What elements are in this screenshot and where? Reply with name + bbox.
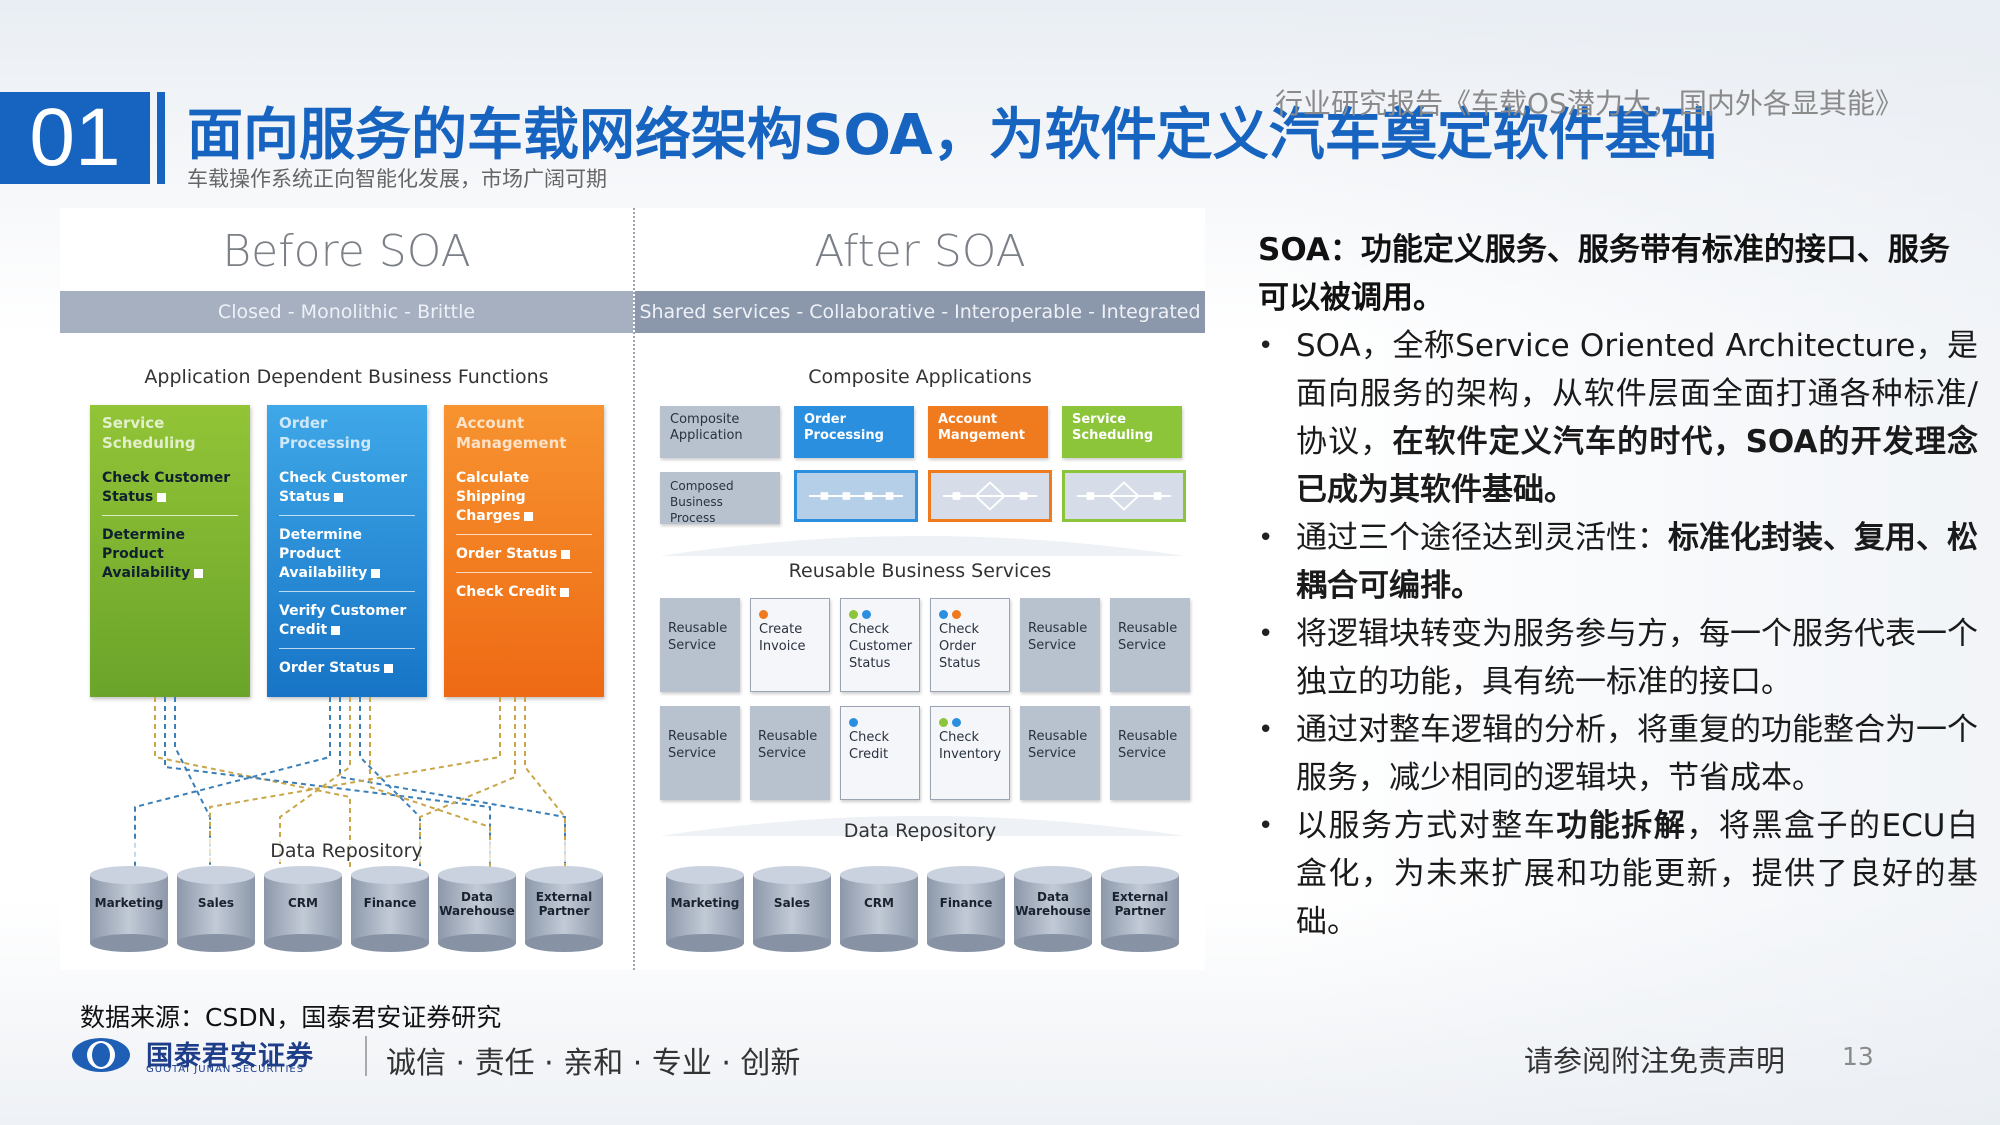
database-cylinder: CRM [264,866,342,952]
service-box: Check Inventory [930,706,1010,800]
database-cylinder: Marketing [90,866,168,952]
database-cylinder: External Partner [1101,866,1179,952]
report-title: 行业研究报告《车载OS潜力大，国内外各显其能》 [1275,87,1903,120]
database-cylinder: Finance [927,866,1005,952]
before-soa-heading: Before SOA [222,226,471,277]
company-logo-icon [72,1038,130,1072]
column-item: Calculate Shipping Charges [456,469,592,535]
service-box: Reusable Service [1110,598,1190,692]
before-column-order-processing: Order Processing Check Customer Status D… [267,405,427,697]
column-item: Determine Product Availability [102,526,238,591]
service-box: Check Credit [840,706,920,800]
process-flow-orange [928,470,1052,522]
services-divider-arc [660,536,1185,556]
column-title: Service Scheduling [102,414,196,452]
database-cylinder: Data Warehouse [1014,866,1092,952]
composite-order-processing: Order Processing [794,406,914,458]
reusable-services-label: Reusable Business Services [788,560,1052,582]
after-soa-heading: After SOA [814,226,1026,277]
repository-divider-arc [660,816,1185,836]
column-item: Verify Customer Credit [279,602,415,649]
column-item: Check Customer Status [279,469,415,516]
figure-divider [633,208,635,970]
service-box: Reusable Service [660,706,740,800]
database-cylinder: Data Warehouse [438,866,516,952]
page-number: 13 [1842,1042,1874,1071]
database-cylinder: External Partner [525,866,603,952]
soa-bullet-list: SOA，全称Service Oriented Architecture，是面向服… [1258,322,1978,946]
slide-number: 01 [0,92,150,184]
bullet-item: 通过对整车逻辑的分析，将重复的功能整合为一个服务，减少相同的逻辑块，节省成本。 [1258,706,1978,802]
database-cylinder: Sales [177,866,255,952]
bullet-item: SOA，全称Service Oriented Architecture，是面向服… [1258,322,1978,514]
service-box: Create Invoice [750,598,830,692]
bullet-item: 通过三个途径达到灵活性：标准化封装、复用、松耦合可编排。 [1258,514,1978,610]
database-cylinder: Marketing [666,866,744,952]
column-item: Order Status [456,545,592,573]
soa-description: SOA：功能定义服务、服务带有标准的接口、服务可以被调用。 SOA，全称Serv… [1258,226,1978,946]
service-box: Check Customer Status [840,598,920,692]
column-item: Check Credit [456,583,592,610]
page-title: 面向服务的车载网络架构SOA，为软件定义汽车奠定软件基础 [187,103,1717,168]
before-column-account-management: Account Management Calculate Shipping Ch… [444,405,604,697]
column-title: Order Processing [279,414,372,452]
title-accent-bar [157,92,165,184]
company-name-cn: 国泰君安证券 [146,1041,314,1072]
after-section-label: Composite Applications [808,366,1032,388]
service-box: Reusable Service [1020,706,1100,800]
database-cylinder: CRM [840,866,918,952]
soa-comparison-figure: Before SOA After SOA Closed - Monolithic… [60,208,1205,970]
company-slogan: 诚信 · 责任 · 亲和 · 专业 · 创新 [386,1046,801,1081]
before-soa-band: Closed - Monolithic - Brittle [60,291,633,333]
disclaimer-link[interactable]: 请参阅附注免责声明 [1524,1044,1786,1078]
column-title: Account Management [456,414,567,452]
service-box: Reusable Service [1110,706,1190,800]
composed-business-process-label: Composed Business Process [660,472,780,525]
soa-heading: SOA：功能定义服务、服务带有标准的接口、服务可以被调用。 [1258,232,1950,316]
composite-account-management: Account Mangement [928,406,1048,458]
process-flow-blue [794,470,918,522]
before-repository-label: Data Repository [60,840,633,862]
column-item: Check Customer Status [102,469,238,516]
service-box: Reusable Service [1020,598,1100,692]
composite-application-box: Composite Application [660,406,780,458]
company-name-en: GUOTAI JUNAN SECURITIES [146,1064,305,1075]
before-column-service-scheduling: Service Scheduling Check Customer Status… [90,405,250,697]
database-cylinder: Sales [753,866,831,952]
database-cylinder: Finance [351,866,429,952]
data-source: 数据来源：CSDN，国泰君安证券研究 [80,1003,502,1032]
service-box: Check Order Status [930,598,1010,692]
composite-service-scheduling: Service Scheduling [1062,406,1182,458]
after-soa-band: Shared services - Collaborative - Intero… [635,291,1205,333]
column-item: Determine Product Availability [279,526,415,592]
after-repository-label: Data Repository [843,820,997,842]
bullet-item: 以服务方式对整车功能拆解，将黑盒子的ECU白盒化，为未来扩展和功能更新，提供了良… [1258,802,1978,946]
footer-separator [365,1036,367,1076]
page-subtitle: 车载操作系统正向智能化发展，市场广阔可期 [187,167,607,191]
before-section-label: Application Dependent Business Functions [144,366,549,388]
service-box: Reusable Service [660,598,740,692]
bullet-item: 将逻辑块转变为服务参与方，每一个服务代表一个独立的功能，具有统一标准的接口。 [1258,610,1978,706]
column-item: Order Status [279,659,415,686]
process-flow-green [1062,470,1186,522]
service-box: Reusable Service [750,706,830,800]
